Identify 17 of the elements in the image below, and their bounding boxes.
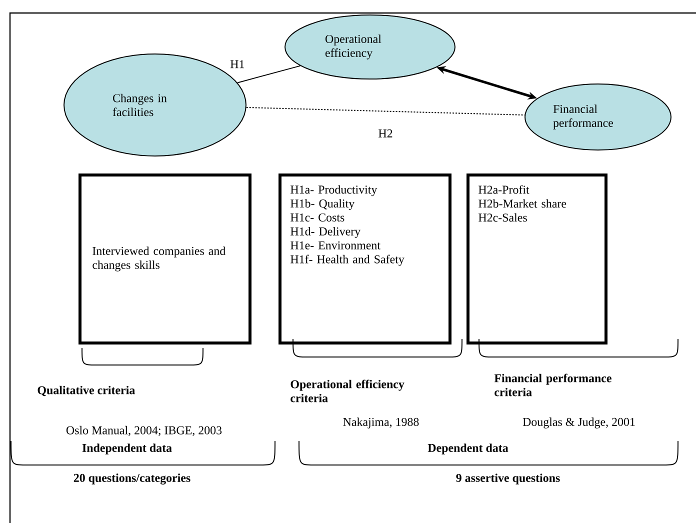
connector xyxy=(246,106,526,116)
box: Interviewed companies and changes skills xyxy=(78,174,252,344)
edge-label: H2 xyxy=(378,129,392,138)
caption-text: Financial performance criteria xyxy=(494,374,612,396)
box: H1a- Productivity H1b- Quality H1c- Costs H1d- Delivery H1e- Environment H1f- Health and Safety xyxy=(278,174,452,344)
caption-text: Oslo Manual, 2004; IBGE, 2003 xyxy=(66,426,222,436)
edge-label: H1 xyxy=(230,60,244,68)
caption-text: Operational efficiency criteria xyxy=(290,380,404,402)
caption-text: 9 assertive questions xyxy=(456,474,560,484)
caption-text: Douglas & Judge, 2001 xyxy=(522,418,635,428)
caption-text: Dependent data xyxy=(428,444,508,454)
caption-text: Independent data xyxy=(82,444,172,454)
caption-text: Qualitative criteria xyxy=(38,386,135,396)
connector xyxy=(237,65,301,84)
caption-text: Nakajima, 1988 xyxy=(343,418,419,428)
caption-text: 20 questions/categories xyxy=(74,474,190,484)
box: H2a-Profit H2b-Market share H2c-Sales xyxy=(466,174,608,344)
